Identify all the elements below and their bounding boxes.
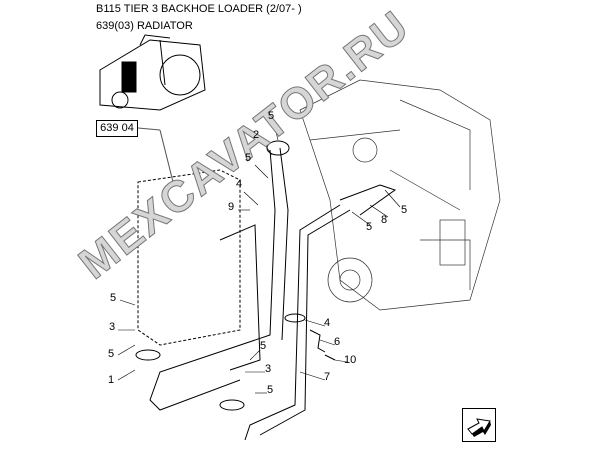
callout-3: 3 [109, 321, 116, 333]
callout-5: 5 [260, 340, 267, 352]
callout-5: 5 [267, 384, 274, 396]
callout-5: 5 [245, 152, 252, 164]
section-title: 639(03) RADIATOR [96, 20, 193, 32]
hoses [135, 140, 397, 441]
callout-5: 5 [268, 110, 275, 122]
callout-2: 2 [253, 129, 260, 141]
radiator-drawing [137, 127, 261, 371]
callout-6: 6 [334, 336, 341, 348]
callout-1: 1 [108, 374, 115, 386]
engine-drawing [299, 79, 501, 311]
page-title: B115 TIER 3 BACKHOE LOADER (2/07- ) [96, 3, 302, 15]
leader-lines [117, 127, 401, 394]
callout-5: 5 [366, 221, 373, 233]
callout-5: 5 [110, 292, 117, 304]
callout-9: 9 [228, 201, 235, 213]
callout-4: 4 [324, 317, 331, 329]
reference-link-639-04[interactable]: 639 04 [96, 120, 138, 137]
next-page-button[interactable] [462, 408, 496, 442]
callout-3: 3 [265, 363, 272, 375]
machine-thumbnail [99, 34, 206, 111]
callout-10: 10 [344, 354, 357, 366]
callout-5: 5 [401, 204, 408, 216]
callout-4: 4 [236, 178, 243, 190]
callout-8: 8 [381, 214, 388, 226]
callout-7: 7 [324, 371, 331, 383]
callout-5: 5 [108, 348, 115, 360]
arrow-icon [467, 418, 491, 437]
